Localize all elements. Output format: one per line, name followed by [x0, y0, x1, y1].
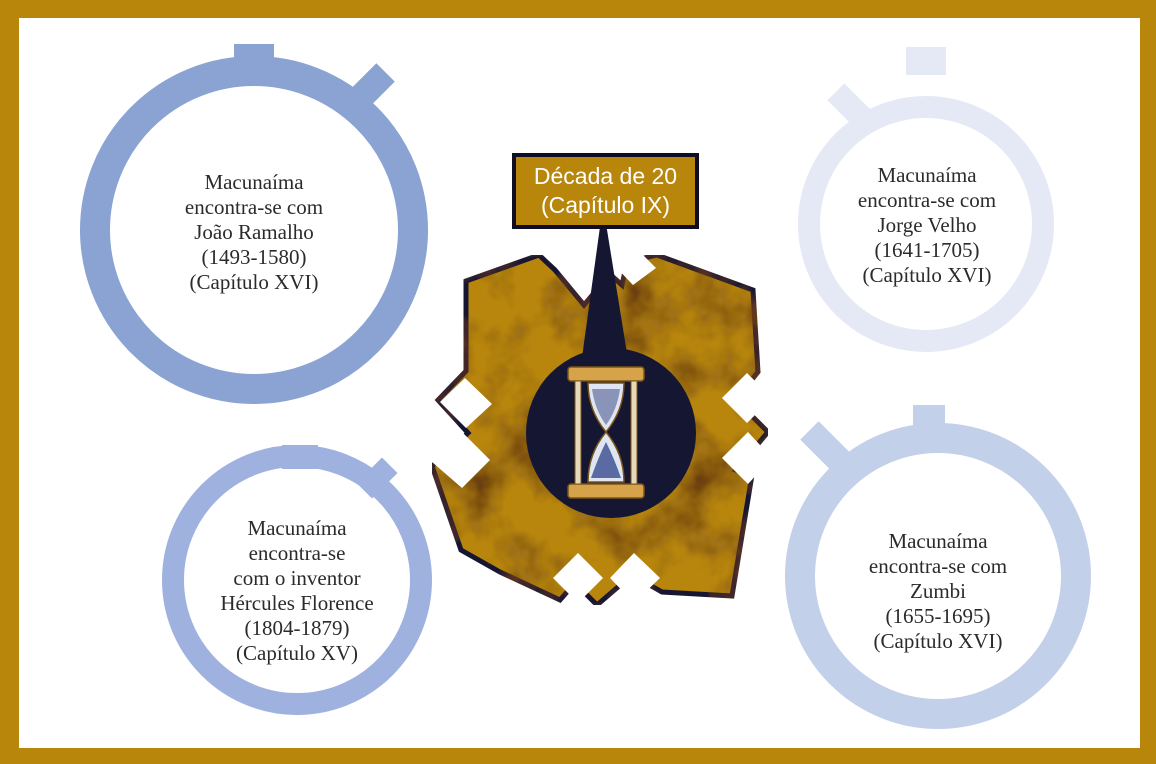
text-line: (1655-1695) [885, 604, 991, 628]
notch-bottom-left [553, 553, 603, 603]
text-line: Zumbi [910, 579, 966, 603]
hub-disc [526, 348, 696, 518]
stopwatch-ring [80, 56, 428, 404]
text-line: (1804-1879) [244, 616, 350, 640]
stopwatch-side-button [800, 421, 850, 471]
notch-left-upper [440, 378, 492, 428]
clock-hand [580, 205, 630, 372]
stopwatch-bottom-right [785, 405, 1091, 729]
notch-right-lower [722, 432, 772, 484]
stopwatch-top-right [798, 47, 1054, 352]
stopwatch-top-right-text: Macunaíma encontra-se com Jorge Velho (1… [827, 138, 1027, 313]
text-line: Macunaíma [204, 170, 304, 194]
notch-top-right [612, 243, 656, 285]
stopwatch-ring [798, 96, 1054, 352]
notch-right-upper [722, 373, 772, 423]
stopwatch-bottom-right-text: Macunaíma encontra-se com Zumbi (1655-16… [838, 504, 1038, 679]
stopwatch-ring [785, 423, 1091, 729]
stopwatch-crown [906, 47, 946, 75]
center-label-line2: (Capítulo IX) [540, 192, 671, 218]
text-line: Hércules Florence [220, 591, 374, 615]
text-line: (1493-1580) [201, 245, 307, 269]
text-line: encontra-se [248, 541, 346, 565]
diagram-canvas: Macunaíma encontra-se com João Ramalho (… [19, 18, 1140, 748]
notch-bottom-right [610, 553, 660, 603]
text-line: encontra-se com [868, 554, 1008, 578]
text-line: encontra-se com [857, 188, 997, 212]
text-line: (Capítulo XVI) [862, 263, 992, 287]
text-line: Jorge Velho [877, 213, 977, 237]
text-line: Macunaíma [877, 163, 977, 187]
stopwatch-top-left [80, 44, 428, 404]
text-line: com o inventor [233, 566, 361, 590]
text-line: (Capítulo XVI) [189, 270, 319, 294]
hourglass-icon [567, 366, 645, 499]
text-line: Macunaíma [888, 529, 988, 553]
stopwatch-bottom-left-text: Macunaíma encontra-se com o inventor Hér… [187, 496, 407, 686]
center-label-line1: Década de 20 [533, 163, 678, 189]
text-line: Macunaíma [247, 516, 347, 540]
notch-left-lower [432, 432, 490, 488]
text-line: (Capítulo XV) [236, 641, 358, 665]
stopwatch-bottom-left [162, 445, 432, 715]
stopwatch-top-left-text: Macunaíma encontra-se com João Ramalho (… [154, 145, 354, 320]
center-label-box: Década de 20 (Capítulo IX) [512, 153, 699, 229]
text-line: encontra-se com [184, 195, 324, 219]
central-hub [429, 205, 772, 609]
notch-top-left [557, 243, 600, 285]
stopwatch-ring [162, 445, 432, 715]
text-line: João Ramalho [194, 220, 314, 244]
text-line: (Capítulo XVI) [873, 629, 1003, 653]
text-line: (1641-1705) [874, 238, 980, 262]
